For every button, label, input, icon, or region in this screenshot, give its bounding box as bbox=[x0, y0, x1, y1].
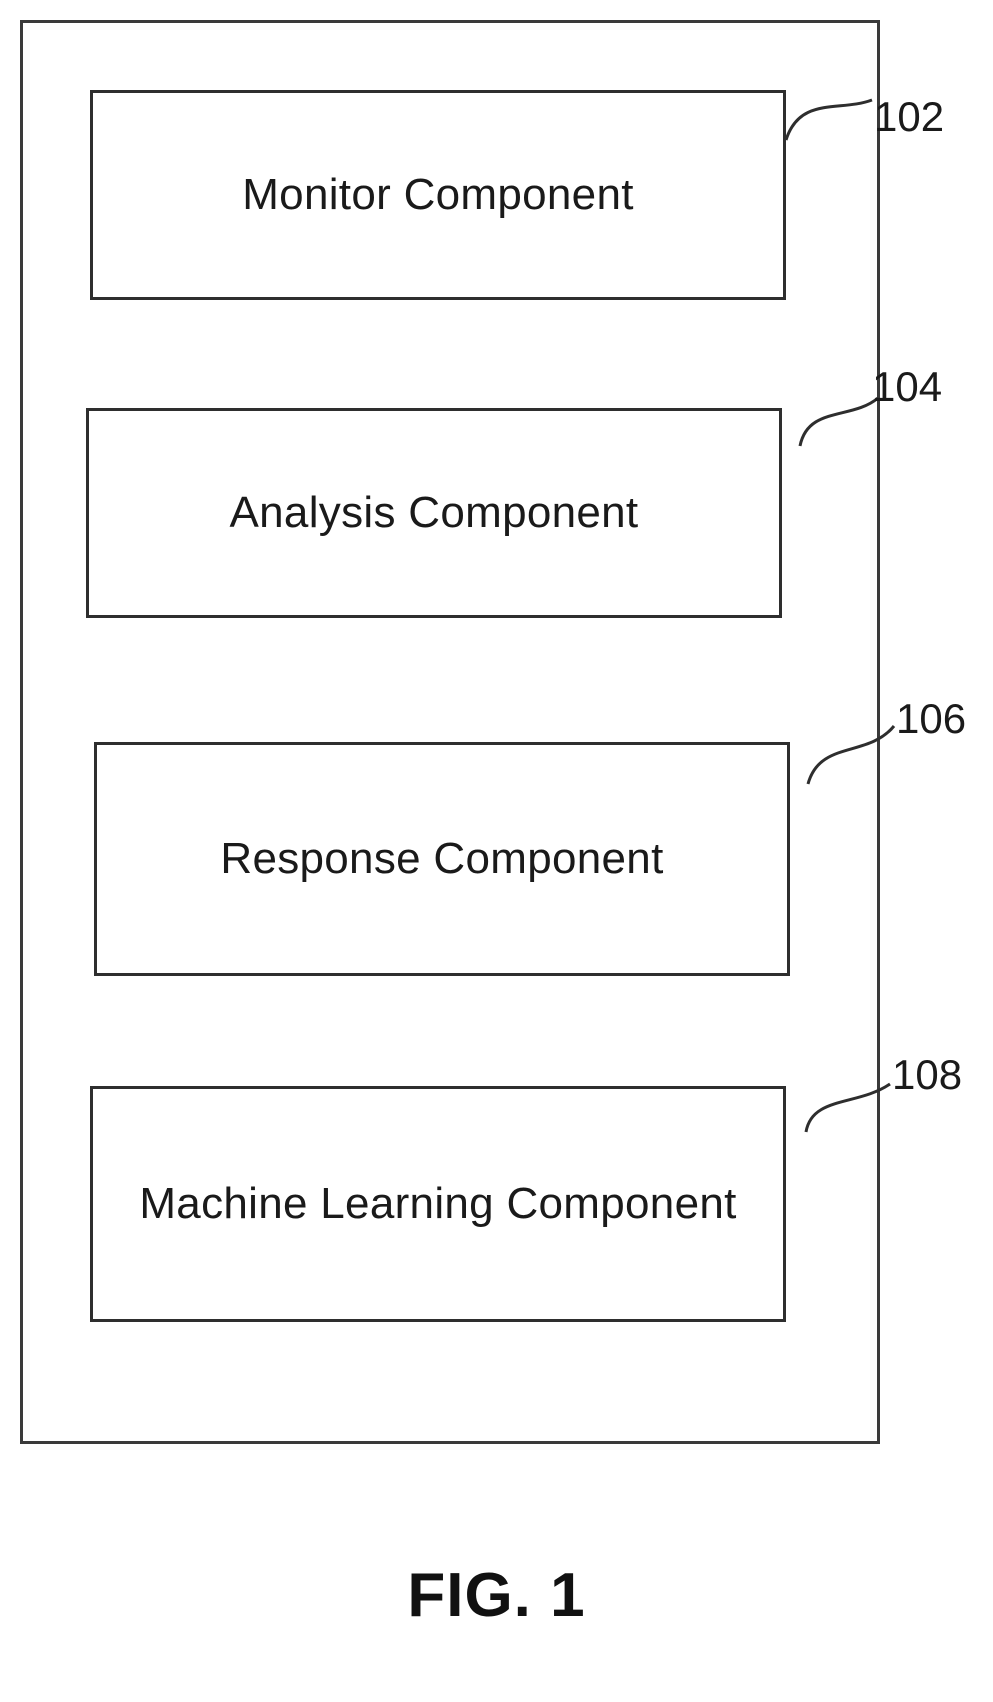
reference-numeral-104: 104 bbox=[872, 366, 942, 408]
reference-numeral-102: 102 bbox=[874, 96, 944, 138]
figure-caption: FIG. 1 bbox=[0, 1560, 993, 1631]
reference-numeral-108: 108 bbox=[892, 1054, 962, 1096]
monitor-component-box: Monitor Component bbox=[90, 90, 786, 300]
analysis-component-box: Analysis Component bbox=[86, 408, 782, 618]
response-component-label: Response Component bbox=[220, 834, 663, 884]
machine-learning-component-box: Machine Learning Component bbox=[90, 1086, 786, 1322]
monitor-component-label: Monitor Component bbox=[242, 170, 634, 220]
analysis-component-label: Analysis Component bbox=[230, 488, 639, 538]
reference-numeral-106: 106 bbox=[896, 698, 966, 740]
response-component-box: Response Component bbox=[94, 742, 790, 976]
machine-learning-component-label: Machine Learning Component bbox=[139, 1179, 736, 1229]
